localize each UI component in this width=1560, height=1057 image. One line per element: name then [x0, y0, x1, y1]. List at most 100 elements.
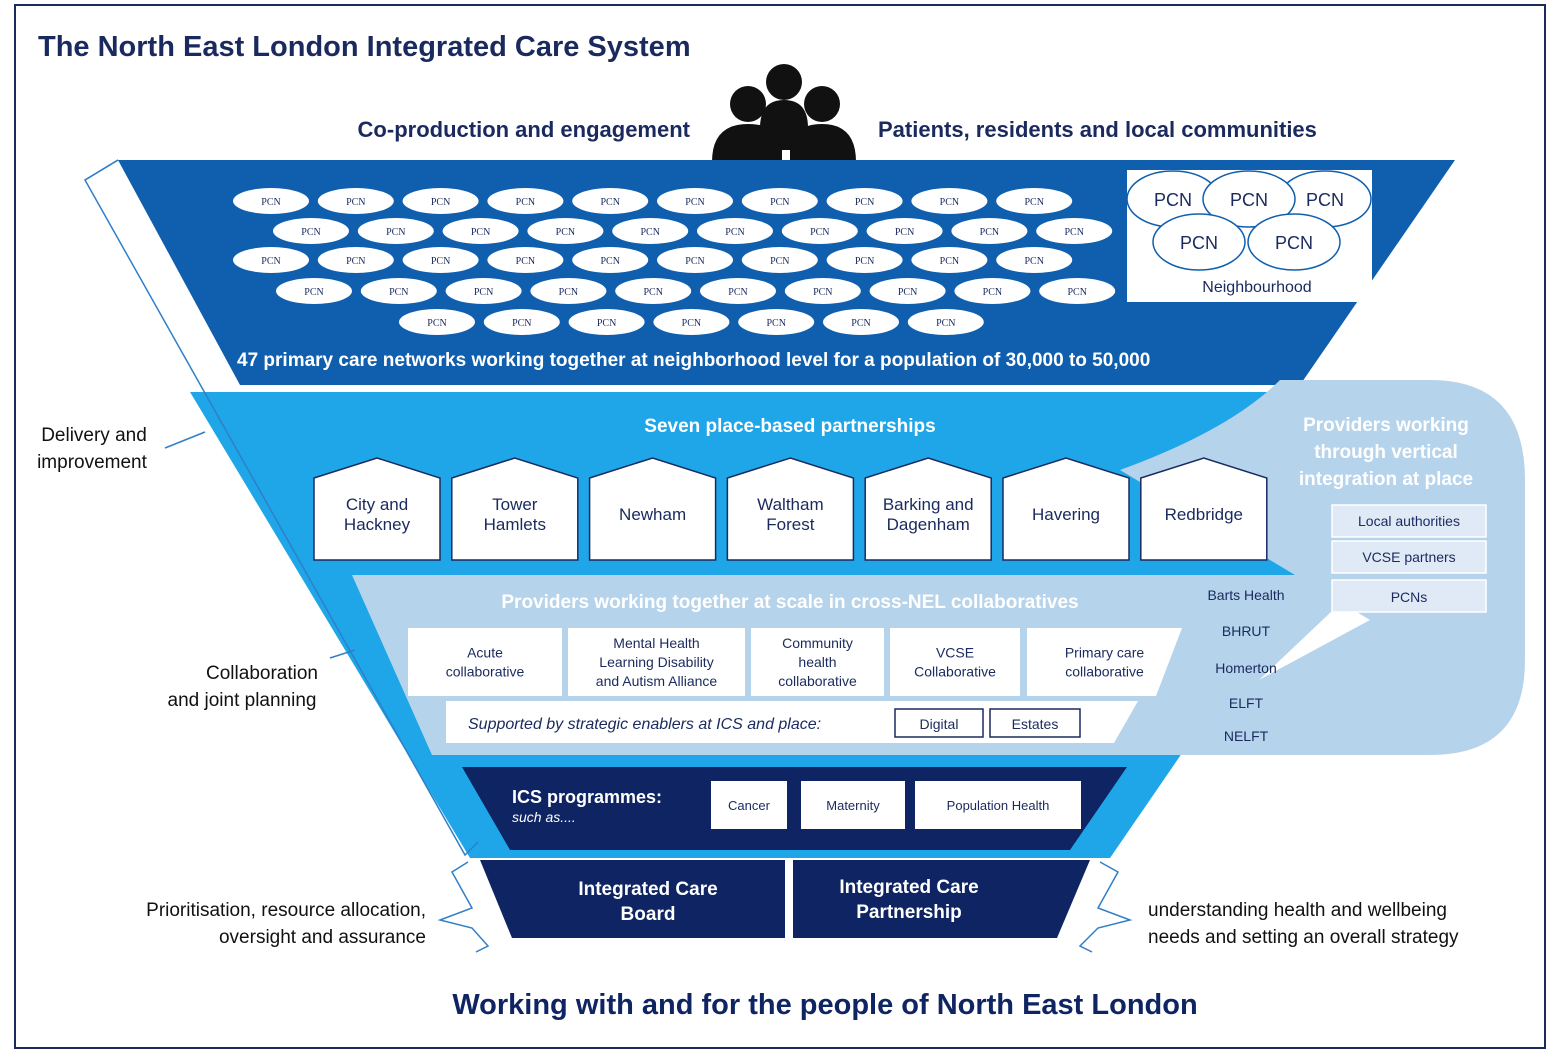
provider-elft: ELFT	[1229, 695, 1264, 711]
pcn-ellipse: PCN	[996, 247, 1073, 273]
pcn-ellipse: PCN	[823, 309, 899, 335]
pcn-label: PCN	[980, 227, 999, 238]
pcn-ellipse: PCN	[911, 188, 988, 214]
pcn-ellipse: PCN	[869, 278, 946, 304]
collaborative-name: health	[798, 654, 836, 670]
pcn-grid: PCN PCN PCN PCN PCN PCN PCN PCN PCN PCN PCN PCN PCN P…	[233, 188, 1116, 335]
pcn-ellipse: PCN	[572, 247, 649, 273]
pcn-ellipse: PCN	[317, 188, 394, 214]
pcn-ellipse: PCN	[399, 309, 475, 335]
pcn-ellipse: PCN	[402, 247, 479, 273]
pcn-label: PCN	[1024, 197, 1043, 208]
collaboration-label-1: Collaboration	[206, 663, 318, 684]
pcn-ellipse: PCN	[657, 247, 733, 273]
pcn-label: PCN	[427, 318, 446, 329]
collaborative-name: VCSE	[936, 645, 974, 661]
pcn-ellipse: PCN	[568, 309, 645, 335]
pcn-ellipse: PCN	[233, 188, 309, 214]
collaborative-name: and Autism Alliance	[596, 673, 718, 689]
pcn-label: PCN	[813, 287, 832, 298]
pcn-label: PCN	[898, 287, 917, 298]
delivery-brace	[83, 159, 479, 857]
pcn-label: PCN	[597, 318, 616, 329]
icb-line-1: Integrated Care	[578, 879, 717, 900]
pcn-label: PCN	[725, 227, 744, 238]
pcn-label: PCN	[1064, 227, 1083, 238]
footer-title: Working with and for the people of North…	[452, 989, 1197, 1021]
delivery-label-2: improvement	[37, 452, 148, 473]
pcn-ellipse: PCN	[996, 188, 1073, 214]
pcn-label: PCN	[346, 197, 365, 208]
programme-cancer: Cancer	[728, 798, 771, 813]
neighbourhood-pcn-cluster	[1126, 170, 1372, 271]
neighbourhood-pcn-2: PCN	[1230, 190, 1268, 210]
pcn-ellipse: PCN	[615, 278, 692, 304]
pcn-label: PCN	[559, 287, 578, 298]
pcn-ellipse: PCN	[357, 218, 434, 244]
place-name: Hackney	[344, 515, 411, 534]
pcn-ellipse: PCN	[784, 278, 861, 304]
place-house: Redbridge	[1140, 457, 1268, 561]
pcn-ellipse: PCN	[402, 188, 479, 214]
place-name: Newham	[619, 505, 686, 524]
pcn-label: PCN	[474, 287, 493, 298]
prioritisation-brace	[437, 861, 490, 953]
collaboration-label-2: and joint planning	[168, 690, 317, 711]
pcn-label: PCN	[471, 227, 490, 238]
collaborative-name: Mental Health	[613, 635, 699, 651]
place-heading: Seven place-based partnerships	[644, 416, 935, 437]
pcn-caption: 47 primary care networks working togethe…	[237, 350, 1150, 371]
pcn-ellipse: PCN	[317, 247, 394, 273]
pcn-label: PCN	[685, 197, 704, 208]
provider-barts: Barts Health	[1207, 587, 1284, 603]
vertical-heading-line-3: integration at place	[1299, 469, 1473, 490]
provider-bhrut: BHRUT	[1222, 623, 1271, 639]
pcn-ellipse: PCN	[487, 188, 564, 214]
vertical-heading-line-2: through vertical	[1314, 442, 1458, 463]
pcn-ellipse: PCN	[1039, 278, 1116, 304]
pcn-ellipse: PCN	[442, 218, 519, 244]
enabler-digital: Digital	[920, 716, 959, 732]
programme-population: Population Health	[947, 798, 1050, 813]
pcn-ellipse: PCN	[612, 218, 689, 244]
place-house: Newham	[588, 457, 717, 561]
pcn-ellipse: PCN	[954, 278, 1031, 304]
neighbourhood-label: Neighbourhood	[1202, 279, 1311, 296]
pcn-label: PCN	[261, 197, 280, 208]
collaborative-name: Acute	[467, 645, 503, 661]
place-name: Havering	[1032, 505, 1100, 524]
collaborative-name: Community	[782, 635, 853, 651]
place-name: Hamlets	[484, 515, 546, 534]
pcn-ellipse: PCN	[530, 278, 607, 304]
vertical-heading-line-1: Providers working	[1303, 415, 1469, 436]
delivery-label-1: Delivery and	[41, 425, 147, 446]
understanding-label-2: needs and setting an overall strategy	[1148, 927, 1459, 948]
place-list: City andHackneyTowerHamletsNewhamWaltham…	[313, 457, 1268, 561]
vertical-box-pcns: PCNs	[1391, 589, 1428, 605]
pcn-label: PCN	[685, 256, 704, 267]
place-name: Forest	[766, 515, 814, 534]
collaboration-brace	[329, 649, 356, 659]
pcn-label: PCN	[770, 256, 789, 267]
pcn-ellipse: PCN	[697, 218, 773, 244]
place-name: Dagenham	[887, 515, 970, 534]
pcn-ellipse: PCN	[738, 309, 815, 335]
pcn-label: PCN	[600, 197, 619, 208]
pcn-label: PCN	[346, 256, 365, 267]
icp-line-1: Integrated Care	[839, 877, 978, 898]
pcn-label: PCN	[766, 318, 785, 329]
pcn-label: PCN	[940, 256, 959, 267]
pcn-ellipse: PCN	[826, 188, 903, 214]
place-house: Havering	[1002, 457, 1130, 561]
pcn-label: PCN	[389, 287, 408, 298]
pcn-ellipse: PCN	[360, 278, 437, 304]
neighbourhood-pcn-1: PCN	[1154, 190, 1192, 210]
